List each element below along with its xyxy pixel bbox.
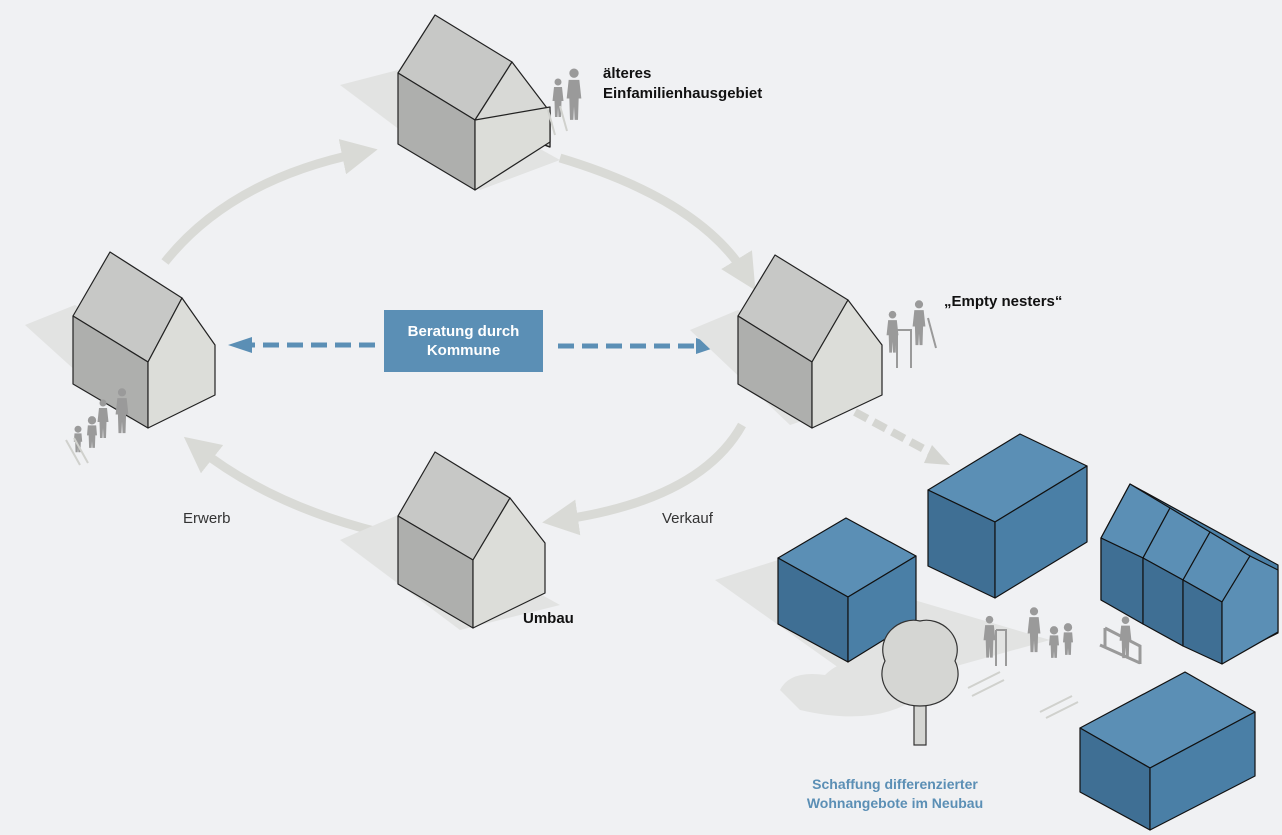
sale-label: Verkauf [662, 510, 713, 527]
arrow-head-left [228, 337, 252, 353]
new-building-icon [1100, 483, 1279, 665]
acquisition-label: Erwerb [183, 510, 231, 527]
empty-nesters-label: „Empty nesters“ [944, 293, 1063, 310]
cycle-arrows [161, 139, 756, 537]
arrow-to-empty-nesters [558, 153, 756, 291]
house-icon [72, 251, 216, 429]
conversion-label: Umbau [523, 610, 574, 627]
house-icon [397, 14, 551, 191]
house-icon [737, 254, 883, 429]
new-build-line1: Schaffung differenzierter [812, 776, 978, 792]
arrow-sale [542, 422, 746, 536]
arrow-to-older-area [161, 139, 378, 265]
new-build-label: Schaffung differenzierter Wohnangebote i… [770, 775, 1020, 813]
older-area-line1: älteres [603, 65, 652, 82]
new-build-line2: Wohnangebote im Neubau [806, 795, 984, 811]
new-building-icon [777, 517, 917, 663]
ground-hatch [65, 105, 1079, 719]
older-area-label: älteres Einfamilienhausgebiet [603, 64, 762, 104]
arrow-to-new-build [853, 408, 950, 465]
consultation-line2: Kommune [426, 342, 501, 359]
arrow-acquisition [183, 436, 380, 537]
new-building-icon [927, 433, 1088, 599]
consultation-line1: Beratung durch [407, 323, 520, 340]
new-building-icon [1079, 671, 1256, 831]
house-icon [397, 451, 546, 629]
walker-icon [896, 317, 1007, 666]
consultation-arrows [248, 342, 700, 349]
consultation-box: Beratung durch Kommune [384, 310, 543, 372]
tree-icon [881, 619, 959, 746]
older-area-line2: Einfamilienhausgebiet [603, 85, 763, 102]
bench-icon [1099, 626, 1142, 665]
